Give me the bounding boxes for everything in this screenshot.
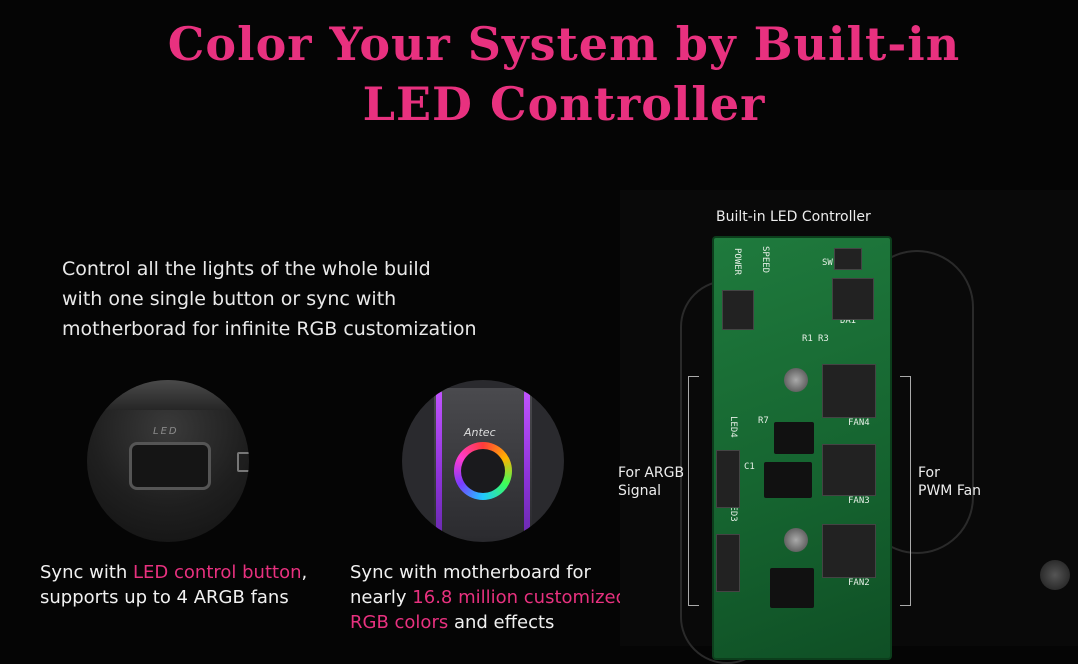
argb-label-line-2: Signal	[618, 483, 662, 499]
caption-motherboard-sync: Sync with motherboard for nearly 16.8 mi…	[350, 560, 650, 635]
title-line-1: Color Your System by Built-in	[167, 17, 961, 71]
intro-line-3: motherborad for infinite RGB customizati…	[62, 318, 477, 340]
silk-r7: R7	[758, 416, 769, 426]
power-header	[722, 290, 754, 330]
argb-label: For ARGB Signal	[618, 464, 684, 500]
fan3-header	[822, 444, 876, 496]
caption-led-highlight: LED control button	[133, 562, 302, 583]
case-edge	[87, 380, 249, 410]
intro-text: Control all the lights of the whole buil…	[62, 254, 582, 344]
pwm-bracket	[900, 376, 911, 606]
led-button-photo: LED	[87, 380, 249, 542]
page-title: Color Your System by Built-in LED Contro…	[0, 14, 1078, 134]
silk-sw: SW	[822, 258, 833, 268]
fan2-header	[822, 524, 876, 578]
ic-chip-3	[770, 568, 814, 608]
caption-sync-text: nearly	[350, 587, 413, 608]
silk-speed: SPEED	[760, 246, 770, 274]
silk-r1: R1	[802, 334, 813, 344]
led-controller-board: POWER SPEED SW DAI FAN4 FAN3 FAN2 LED4 L…	[712, 236, 892, 660]
case-screw-icon	[1040, 560, 1070, 590]
caption-led-text: Sync with	[40, 562, 134, 583]
silk-power: POWER	[732, 248, 742, 276]
caption-sync-highlight: 16.8 million customized	[412, 587, 628, 608]
argb-strip-right	[524, 390, 530, 535]
pwm-label-line-1: For	[918, 465, 940, 481]
silk-dai: DAI	[840, 316, 857, 326]
fan-brand-logo: Antec	[464, 426, 496, 439]
led-button-icon	[129, 442, 211, 490]
caption-led-line-2: supports up to 4 ARGB fans	[40, 587, 289, 608]
dai-header	[832, 278, 874, 320]
switch-header	[834, 248, 862, 270]
caption-sync-tail: and effects	[448, 612, 555, 633]
silk-fan3: FAN3	[848, 496, 870, 506]
led4-header	[716, 450, 740, 508]
usb-port-icon	[237, 452, 249, 472]
intro-line-1: Control all the lights of the whole buil…	[62, 258, 431, 280]
silk-c1: C1	[744, 462, 755, 472]
pwm-label-line-2: PWM Fan	[918, 483, 982, 499]
argb-label-line-1: For ARGB	[618, 465, 685, 481]
board-heading: Built-in LED Controller	[716, 209, 871, 225]
silk-led4: LED4	[728, 416, 738, 438]
silk-r3: R3	[818, 334, 829, 344]
silk-led3: LED3	[728, 500, 738, 522]
argb-strip-left	[436, 390, 442, 535]
ic-chip-2	[764, 462, 812, 498]
fan4-header	[822, 364, 876, 418]
led-button-label: LED	[153, 426, 179, 437]
intro-line-2: with one single button or sync with	[62, 288, 397, 310]
caption-sync-line-1: Sync with motherboard for	[350, 562, 591, 583]
argb-bracket	[688, 376, 699, 606]
screw-icon-2	[784, 528, 808, 552]
caption-led-comma: ,	[301, 562, 308, 583]
title-line-2: LED Controller	[362, 77, 766, 131]
rgb-fan-photo: Antec	[402, 380, 564, 542]
ic-chip-1	[774, 422, 814, 454]
caption-led-button: Sync with LED control button, supports u…	[40, 560, 340, 610]
fan-hub	[461, 449, 505, 493]
silk-fan4: FAN4	[848, 418, 870, 428]
led3-header	[716, 534, 740, 592]
silk-fan2: FAN2	[848, 578, 870, 588]
screw-icon-1	[784, 368, 808, 392]
pwm-label: For PWM Fan	[918, 464, 981, 500]
caption-sync-highlight-2: RGB colors	[350, 612, 449, 633]
